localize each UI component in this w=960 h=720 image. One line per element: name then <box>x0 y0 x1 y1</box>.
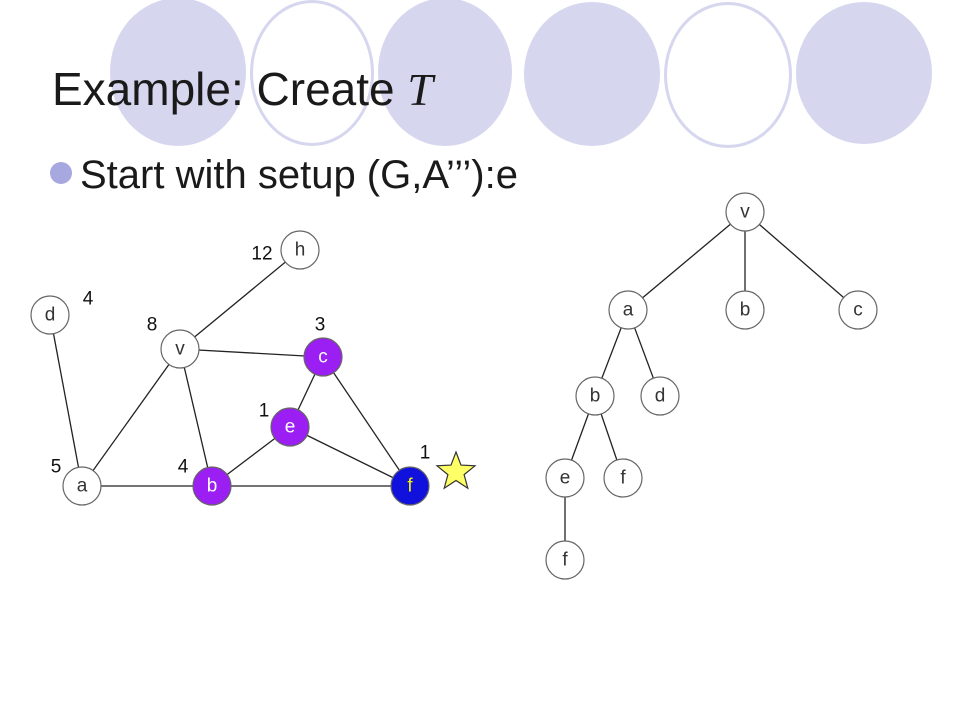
graph-edge-v-h <box>179 249 301 350</box>
tree-edge-v-c <box>744 211 859 311</box>
graph-node-c <box>303 337 343 377</box>
graph-node-v-label: v <box>175 339 185 360</box>
graph-node-c-label: c <box>318 347 328 368</box>
graph-edge-v-c <box>179 348 324 358</box>
tree-node-b2-label: b <box>590 386 601 407</box>
tree-node-d <box>640 376 680 416</box>
graph-node-e <box>270 407 310 447</box>
tree-node-v <box>725 192 765 232</box>
tree-node-c <box>838 290 878 330</box>
graph-edge-d-a <box>49 314 83 487</box>
edge-weight-e-b: 1 <box>259 401 270 422</box>
deco-circle-3 <box>524 2 660 146</box>
deco-circle-1 <box>110 0 246 146</box>
edge-weight-v-h: 12 <box>251 244 272 265</box>
slide-title: Example: Create T <box>52 62 433 116</box>
graph-node-a <box>62 466 102 506</box>
graph-node-b-label: b <box>207 476 218 497</box>
edge-weight-e-f: 1 <box>420 443 431 464</box>
tree-node-f1 <box>603 458 643 498</box>
edge-weight-d-a: 4 <box>83 289 94 310</box>
slide-title-text: Example: Create <box>52 63 408 115</box>
graph-edge-v-b <box>179 348 213 487</box>
bullet-text: Start with setup (G,A’’’):e <box>80 153 518 197</box>
deco-circle-2 <box>378 0 512 146</box>
graph-node-b <box>192 466 232 506</box>
tree-node-v-label: v <box>740 202 750 223</box>
slide-title-variable: T <box>407 64 433 115</box>
graph-node-h-label: h <box>295 240 306 261</box>
deco-ring-1 <box>250 0 374 146</box>
tree-node-a <box>608 290 648 330</box>
tree-node-e-label: e <box>560 468 571 489</box>
deco-ring-2 <box>664 2 792 148</box>
graph-node-h <box>280 230 320 270</box>
edge-weight-c-e: 3 <box>315 315 326 336</box>
tree-edge-v-a <box>627 211 746 311</box>
graph-edge-e-f <box>289 426 411 487</box>
tree-node-d-label: d <box>655 386 666 407</box>
tree-node-a-label: a <box>623 300 634 321</box>
edge-weight-b-f: 4 <box>178 457 189 478</box>
graph-edge-c-f <box>322 356 411 487</box>
graph-edge-v-a <box>81 348 181 487</box>
tree-node-b1 <box>725 290 765 330</box>
tree-node-b2 <box>575 376 615 416</box>
graph-node-f <box>390 466 430 506</box>
edge-weight-v-c: 8 <box>147 315 158 336</box>
graph-node-e-label: e <box>285 417 296 438</box>
graph-node-d <box>30 295 70 335</box>
tree-node-f1-label: f <box>620 468 626 489</box>
bullet-dot-icon <box>50 162 72 184</box>
tree-node-f2-label: f <box>562 550 568 571</box>
edge-weight-a-b: 5 <box>51 457 62 478</box>
tree-node-c-label: c <box>853 300 863 321</box>
tree-node-f2 <box>545 540 585 580</box>
graph-node-d-label: d <box>45 305 56 326</box>
graph-node-f-label: f <box>407 476 413 497</box>
star-icon <box>435 450 477 490</box>
graph-node-a-label: a <box>77 476 88 497</box>
graph-node-v <box>160 329 200 369</box>
tree-node-e <box>545 458 585 498</box>
tree-node-b1-label: b <box>740 300 751 321</box>
deco-circle-4 <box>796 2 932 144</box>
